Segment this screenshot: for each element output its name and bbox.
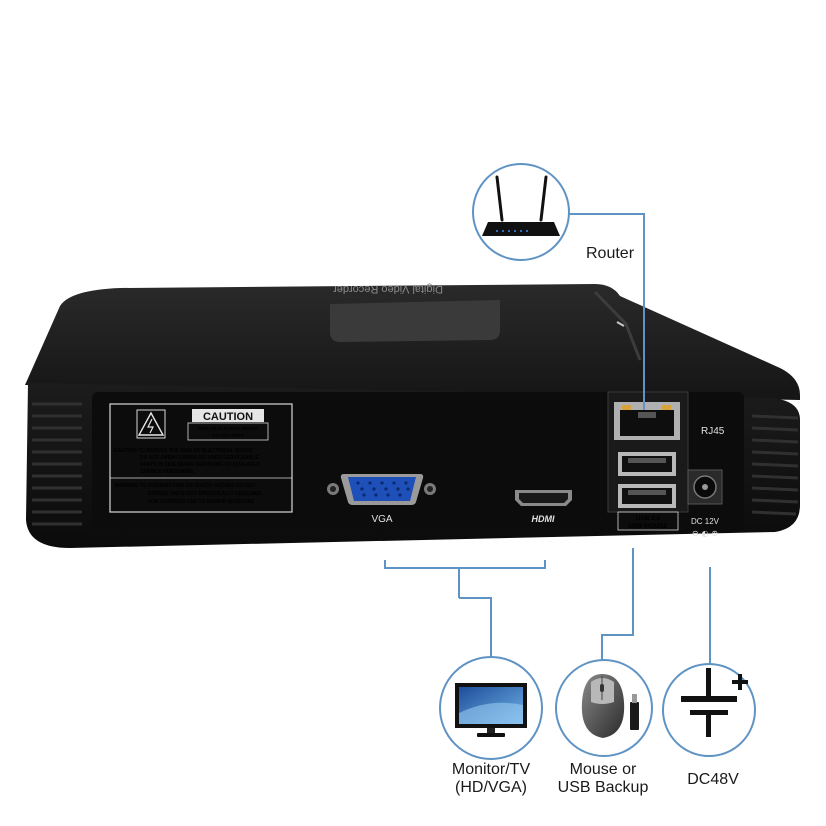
mouse-label-line1: Mouse or (570, 761, 637, 778)
usb-port-2 (618, 484, 676, 508)
rj45-label: RJ45 (701, 426, 725, 437)
usb-stick-icon (630, 694, 639, 730)
side-vents (32, 402, 799, 526)
caution-text-4: SERVICE PERSONNEL (140, 469, 194, 475)
caution-label: CAUTION RISK OF ELECTRIC SHOCK DO NOT OP… (109, 403, 293, 513)
power-label: DC48V (687, 771, 739, 788)
video-bracket (384, 560, 546, 569)
hdmi-label: HDMI (532, 514, 555, 524)
dc-jack: DC 12V ⊖-◐-⊕ (687, 469, 723, 538)
usb-label-2: USB MOUSE (628, 523, 668, 530)
caution-text-2: DO NOT OPEN COVERS.NO USER SERVICEABLE (140, 455, 259, 461)
mouse-label-line2: USB Backup (558, 779, 649, 796)
dvr-device: Digital Video Recorder (25, 283, 800, 548)
dc-power-icon (681, 668, 748, 737)
monitor-label-line1: Monitor/TV (452, 761, 531, 778)
network-usb-block: USB 2.0 USB MOUSE (607, 391, 689, 531)
warning-text-2: EXPOSE UNITS NOT SPECIFICALLY DESIGNED (148, 491, 262, 497)
caution-box-line2: DO NOT OPEN (212, 433, 244, 438)
usb-port-1 (618, 452, 676, 476)
warning-text-3: FOR OUTDOOR USE TO RAINOR MOISTURE (148, 499, 255, 505)
rear-panel (92, 392, 744, 532)
router-node (472, 163, 570, 261)
caution-box-line1: RISK OF ELECTRIC SHOCK (198, 426, 258, 431)
mouse-node (555, 659, 653, 757)
usb-connector (601, 548, 634, 664)
dc-label: DC 12V (691, 517, 720, 526)
status-led (616, 321, 625, 327)
vga-label: VGA (371, 514, 392, 525)
device-top-panel (330, 300, 500, 342)
caution-text-1: CAUTION TO REDUCE THE RISK OF ELECTRICAL… (114, 448, 253, 454)
connector-lines (384, 213, 711, 664)
caution-title: CAUTION (203, 411, 253, 423)
hdmi-port: HDMI (515, 490, 572, 524)
router-icon (482, 175, 560, 236)
vga-port: VGA (327, 474, 436, 525)
warning-text-1: WARNING TO PREVENT FIRE OR SHOCK HAZARD … (114, 483, 256, 489)
rj45-port (614, 402, 680, 440)
power-node (662, 663, 756, 757)
router-label: Router (586, 245, 635, 262)
device-top-surface (25, 284, 800, 400)
brand-text: Digital Video Recorder (333, 283, 443, 295)
usb-label-1: USB 2.0 (636, 515, 661, 522)
dc-polarity-symbol: ⊖-◐-⊕ (692, 529, 718, 538)
router-connector (569, 213, 645, 410)
caution-text-3: PARTS IN SIDE.REFER SERVICING TO QUALIFI… (140, 462, 260, 468)
mouse-icon (581, 674, 625, 738)
monitor-icon (455, 683, 527, 737)
device-top-bevel (593, 290, 642, 361)
hazard-icon (137, 411, 165, 436)
monitor-node (439, 656, 543, 760)
monitor-label-line2: (HD/VGA) (455, 779, 527, 796)
monitor-connector (459, 597, 492, 656)
